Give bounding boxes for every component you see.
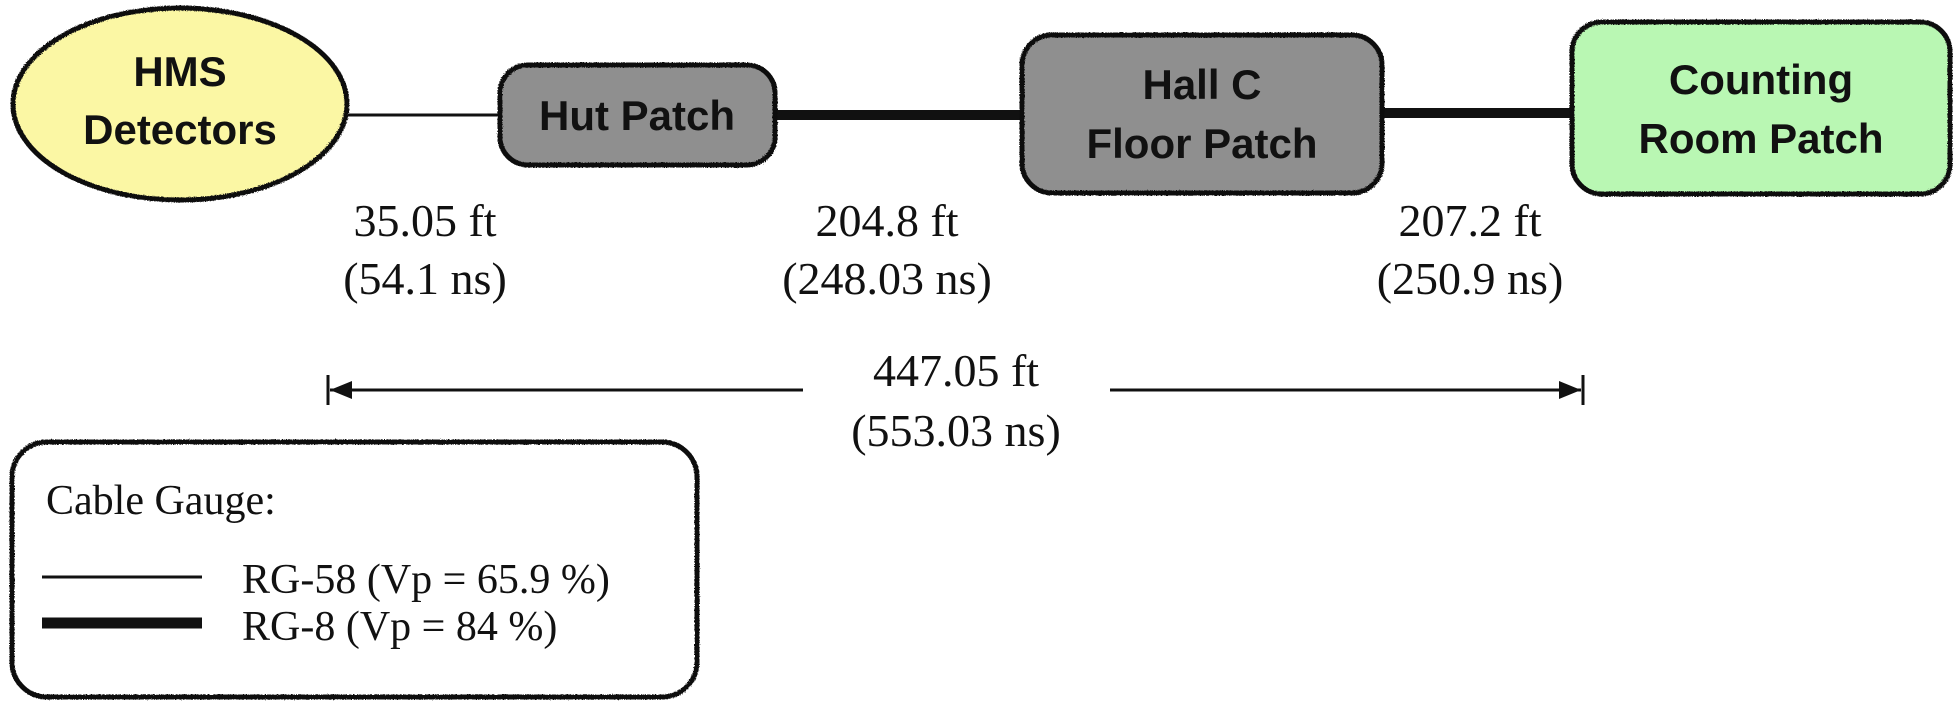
legend: Cable Gauge: RG-58 (Vp = 65.9 %) RG-8 (V… — [9, 439, 700, 700]
segment-3-length: 207.2 ft — [1398, 195, 1541, 246]
legend-box — [9, 439, 700, 700]
total-length: 447.05 ft — [873, 345, 1039, 396]
counting-node-label-line1: Counting — [1669, 56, 1853, 103]
segment-1-delay: (54.1 ns) — [343, 253, 507, 304]
node-hut-patch: Hut Patch — [497, 62, 778, 168]
total-delay: (553.03 ns) — [851, 405, 1061, 456]
hms-node-label-line2: Detectors — [83, 106, 277, 153]
node-hallc-floor-patch: Hall C Floor Patch — [1019, 32, 1385, 196]
legend-label-rg58: RG-58 (Vp = 65.9 %) — [242, 557, 610, 603]
hut-node-label: Hut Patch — [539, 92, 735, 139]
hallc-node-label-line2: Floor Patch — [1086, 120, 1317, 167]
counting-node-label-line2: Room Patch — [1638, 115, 1883, 162]
segment-2-delay: (248.03 ns) — [782, 253, 992, 304]
node-counting-room-patch: Counting Room Patch — [1569, 19, 1953, 197]
node-hms-detectors: HMS Detectors — [10, 5, 350, 203]
segment-3-delay: (250.9 ns) — [1377, 253, 1564, 304]
segment-2-length: 204.8 ft — [815, 195, 958, 246]
hallc-node-label-line1: Hall C — [1142, 61, 1261, 108]
total-span-arrow — [326, 375, 1585, 405]
segment-1-length: 35.05 ft — [353, 195, 496, 246]
hms-node-shape — [10, 5, 350, 203]
counting-node-shape — [1569, 19, 1953, 197]
hallc-node-shape — [1019, 32, 1385, 196]
legend-title: Cable Gauge: — [46, 478, 276, 524]
legend-label-rg8: RG-8 (Vp = 84 %) — [242, 604, 557, 650]
hms-node-label-line1: HMS — [133, 48, 226, 95]
hut-node-shape — [497, 62, 778, 168]
